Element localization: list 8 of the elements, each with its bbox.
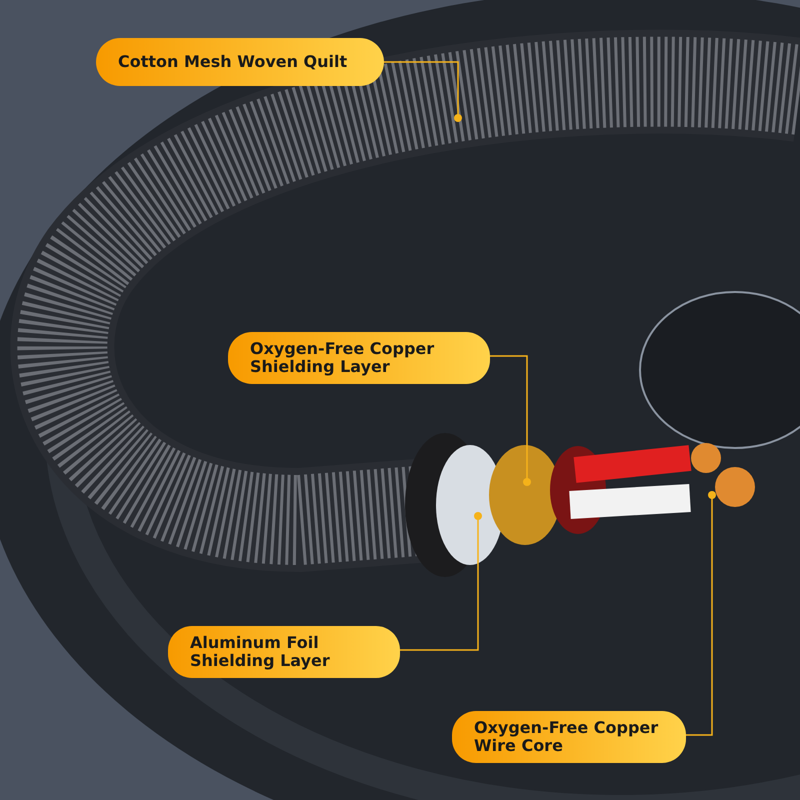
- callout-label: Cotton Mesh Woven Quilt: [96, 38, 384, 86]
- leader-line: [400, 512, 482, 651]
- leader-line: [490, 355, 531, 486]
- callout-label: Oxygen-Free Copper Shielding Layer: [228, 332, 490, 384]
- callout-label: Aluminum Foil Shielding Layer: [168, 626, 400, 678]
- leader-line: [686, 491, 716, 736]
- leader-line: [384, 61, 462, 122]
- callout-label: Oxygen-Free Copper Wire Core: [452, 711, 686, 763]
